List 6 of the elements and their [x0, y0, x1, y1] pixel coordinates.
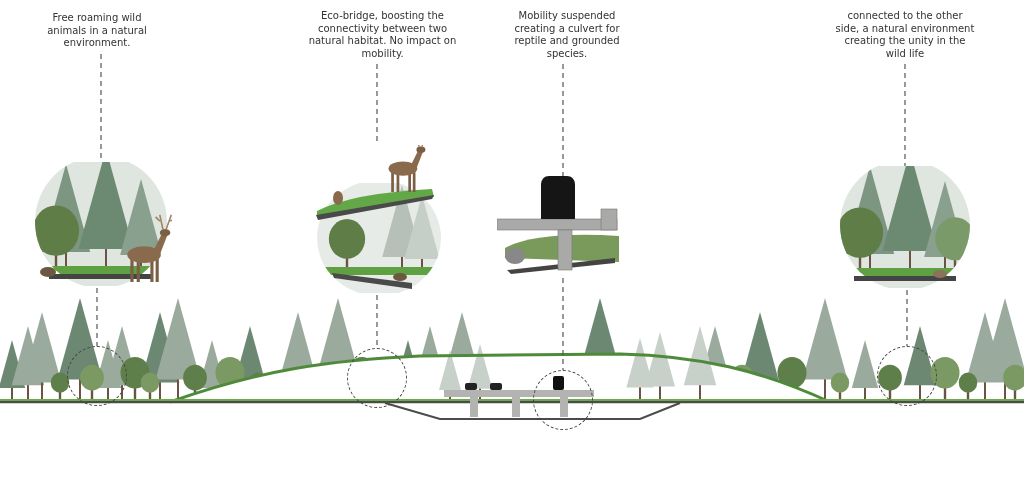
- leader-line: [904, 63, 906, 167]
- leader-line: [562, 63, 564, 177]
- leader-line: [562, 277, 564, 371]
- leader-line: [96, 287, 98, 347]
- callout-text: connected to the other side, a natural environment creating the unity in the wild life: [835, 10, 975, 60]
- leader-line: [906, 289, 908, 347]
